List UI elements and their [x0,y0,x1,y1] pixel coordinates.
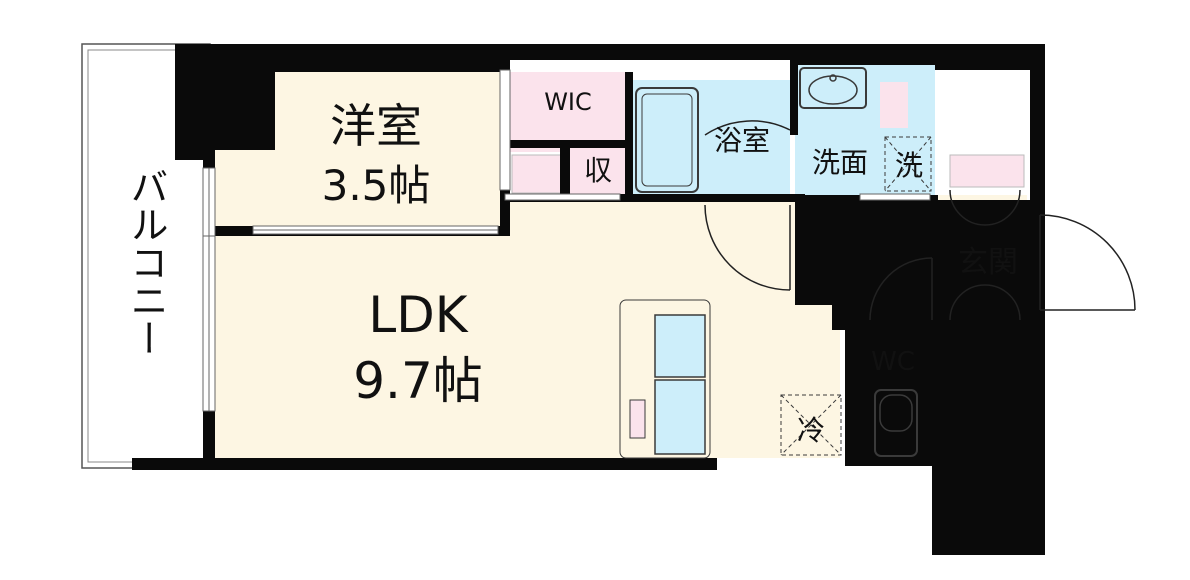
washer-space [884,136,932,192]
western-room-size: 3.5帖 [322,161,431,210]
wc-label: WC [871,347,915,377]
wash-wall-left [790,60,798,135]
wc-door [869,257,933,321]
wic-shelf [511,154,568,194]
wash-door [704,120,791,136]
entry-door [1039,214,1136,311]
kitchen-counter [619,299,711,459]
doors [704,120,1136,321]
shoe-cabinet-top [949,154,1025,188]
kitchen-sink [654,314,706,378]
bath-wall-bottom [505,194,805,202]
bathtub [635,87,699,193]
balcony-label: バルコニー [124,167,168,357]
room-labels: 洋室 3.5帖 LDK 9.7帖 WIC 収 浴室 洗面 洗 玄関 WC 冷 バ… [124,88,1018,447]
shoe-door-bot-r [984,284,1021,321]
shoe-door-top-l [949,189,986,226]
wic-floor [510,72,628,152]
washroom-label: 洗面 [812,146,868,179]
bathroom-floor [630,80,790,198]
storage-floor [570,148,628,194]
western-room-name: 洋室 [330,99,422,153]
bath-wall-left [625,72,633,202]
storage-top-wall [505,140,630,148]
ldk-name: LDK [368,286,468,344]
washer-label: 洗 [895,149,923,182]
wic-label: WIC [544,88,592,116]
bath-door [704,204,791,291]
storage-wall [560,140,570,196]
fridge-label: 冷 [797,414,825,447]
fridge-space [780,394,842,456]
west-wall-upper [203,150,215,170]
entrance-wall [930,195,938,320]
top-wall [175,44,1045,555]
wc-top-wall [860,322,935,330]
cooktop [629,399,646,439]
windows [202,69,931,412]
shoe-door-top-r [984,189,1021,226]
wash-cabinet [880,82,908,128]
ldk-size: 9.7帖 [353,352,483,410]
bathroom-label: 浴室 [714,124,770,157]
fixtures [619,67,932,459]
shoe-door-bot-l [949,284,986,321]
entrance-label: 玄関 [958,245,1018,280]
storage-label: 収 [584,154,612,187]
entrance-bottom [935,315,1045,325]
wc-bottom [845,458,932,466]
toilet [874,389,918,457]
bottom-wall [132,458,717,470]
wash-basin [799,67,867,109]
